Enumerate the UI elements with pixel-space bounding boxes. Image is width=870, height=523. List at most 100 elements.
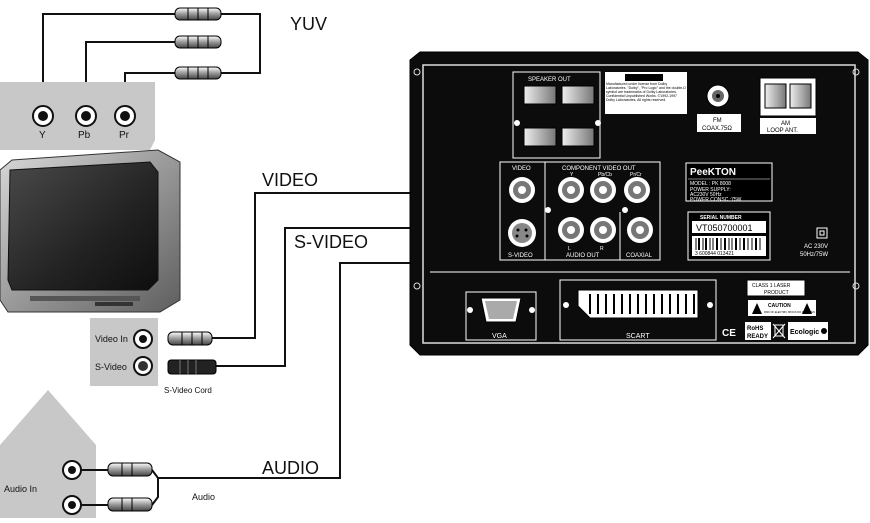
component-y-label: Y [570,172,574,178]
audio-out-r-jack[interactable] [590,217,616,243]
svideo-cable [215,227,450,367]
device-rear-panel: SPEAKER OUT R L Manufactured under licen… [409,51,869,356]
caution-label: CAUTION RISK OF ELECTRIC SHOCK DO NOT OP… [748,300,816,316]
pb-jack[interactable] [75,105,97,127]
tv-y-label: Y [39,130,46,141]
audio-in-jack-upper[interactable] [62,460,82,480]
audio-cable-second [151,478,159,506]
serial-header: SERIAL NUMBER [700,215,742,221]
component-y-jack[interactable] [558,177,584,203]
warning-triangle-icon-right [802,303,812,314]
pb-plug [174,35,222,49]
video-plug [167,331,213,346]
ecologic-mark: Ecologic [790,329,819,336]
ce-mark: CE [722,328,736,339]
audio-cable [151,262,455,479]
svideo-label: S-VIDEO [294,232,368,252]
component-video-out-label: COMPONENT VIDEO OUT [562,166,636,172]
component-pr-label: Pr/Cr [630,172,642,178]
video-out-label: VIDEO [512,166,531,172]
speaker-terminal-l-bottom[interactable] [561,127,595,147]
television-illustration [0,149,181,313]
speaker-out-label: SPEAKER OUT [528,77,571,83]
class-laser-line-2: PRODUCT [764,290,789,296]
yuv-bundle-cable [218,13,261,74]
component-pb-label: Pb/Cb [598,172,612,178]
video-label: VIDEO [262,170,318,190]
audio-plugs [82,462,153,512]
s-video-in-jack[interactable] [133,356,153,376]
tv-audio-input-panel: Audio In [0,390,96,518]
video-cable [210,192,455,339]
pr-jack[interactable] [114,105,136,127]
yuv-label: YUV [290,14,327,34]
serial-number-label: SERIAL NUMBER VT050700001 3 600844 01342… [687,211,771,261]
caution-text: CAUTION [768,303,791,309]
speaker-out-block: SPEAKER OUT R L [512,71,601,159]
fm-antenna-jack[interactable] [706,84,730,108]
fm-label: FM [713,118,722,124]
pr-plug [174,66,222,80]
s-video-out-jack[interactable] [508,219,536,247]
svideo-out-label: S-VIDEO [508,253,533,259]
serial-value: VT050700001 [696,223,753,233]
s-video-plug [167,359,217,375]
model-plate: PeeKTON MODEL : PK 8008 POWER SUPPLY: AC… [685,162,773,203]
rohs-mark: RoHS [747,326,763,332]
tv-av-input-panel: Video In S-Video S-Video Cord [90,318,212,395]
caution-subtext: RISK OF ELECTRIC SHOCK DO NOT OPEN [764,311,815,314]
speaker-terminal-r-top[interactable] [523,85,557,105]
y-jack[interactable] [32,105,54,127]
s-video-in-label: S-Video [95,362,127,372]
vga-label: VGA [492,333,507,340]
coaxial-jack[interactable] [627,217,653,243]
dolby-notice: Manufactured under license from Dolby La… [605,72,687,114]
coaxial-label: COAXIAL [626,253,653,259]
power-supply-text: POWER SUPPLY: [690,187,731,193]
y-cable [42,13,180,108]
tv-pr-label: Pr [119,130,130,141]
audio-out-label: AUDIO OUT [566,253,600,259]
warning-triangle-icon [752,303,762,314]
brand-logo: PeeKTON [690,167,736,178]
audio-out-l-jack[interactable] [558,217,584,243]
ac-spec-text: AC230V 50Hz [690,192,722,198]
audio-in-jack-lower[interactable] [62,495,82,515]
y-plug [174,7,222,21]
speaker-terminal-l-top[interactable] [561,85,595,105]
recycle-bin-icon [772,323,786,339]
scart-label: SCART [626,333,650,340]
speaker-terminal-r-bottom[interactable] [523,127,557,147]
audio-cable-label: Audio [192,492,215,502]
model-text: MODEL : PK 8008 [690,181,731,187]
yuv-plugs [174,7,222,80]
vga-port[interactable] [465,291,537,341]
ready-mark: READY [747,334,768,340]
video-out-jack[interactable] [509,177,535,203]
am-loop-label: LOOP ANT. [767,128,798,134]
tv-component-input-panel: Y Pb Pr [0,82,155,150]
am-antenna-terminal[interactable] [759,77,817,117]
power-consumption-text: POWER CONSC.:75W [690,197,742,203]
av-output-block: VIDEO COMPONENT VIDEO OUT Y Pb/Cb Pr/Cr [499,161,661,261]
audio-out-l-label: L [568,246,571,252]
video-in-jack[interactable] [133,329,153,349]
video-in-label: Video In [95,334,128,344]
fm-coax-label: COAX.75Ω [702,126,732,132]
class-laser-line-1: CLASS 1 LASER [752,283,791,289]
ecologic-circle-icon [821,328,827,334]
ac-rating-line-1: AC 230V [804,244,828,250]
dolby-notice-text: Manufactured under license from Dolby La… [606,82,686,102]
barcode [695,238,761,250]
barcode-digits: 3 600844 013421 [695,251,734,257]
audio-in-label: Audio In [4,484,37,494]
scart-port[interactable] [559,279,717,341]
component-pr-jack[interactable] [624,177,650,203]
ac-rating-line-2: 50Hz/75W [800,252,828,258]
component-pb-jack[interactable] [590,177,616,203]
tv-screen [7,161,159,291]
audio-label: AUDIO [262,458,319,478]
audio-out-r-label: R [600,246,604,252]
s-video-cord-label: S-Video Cord [164,386,212,395]
